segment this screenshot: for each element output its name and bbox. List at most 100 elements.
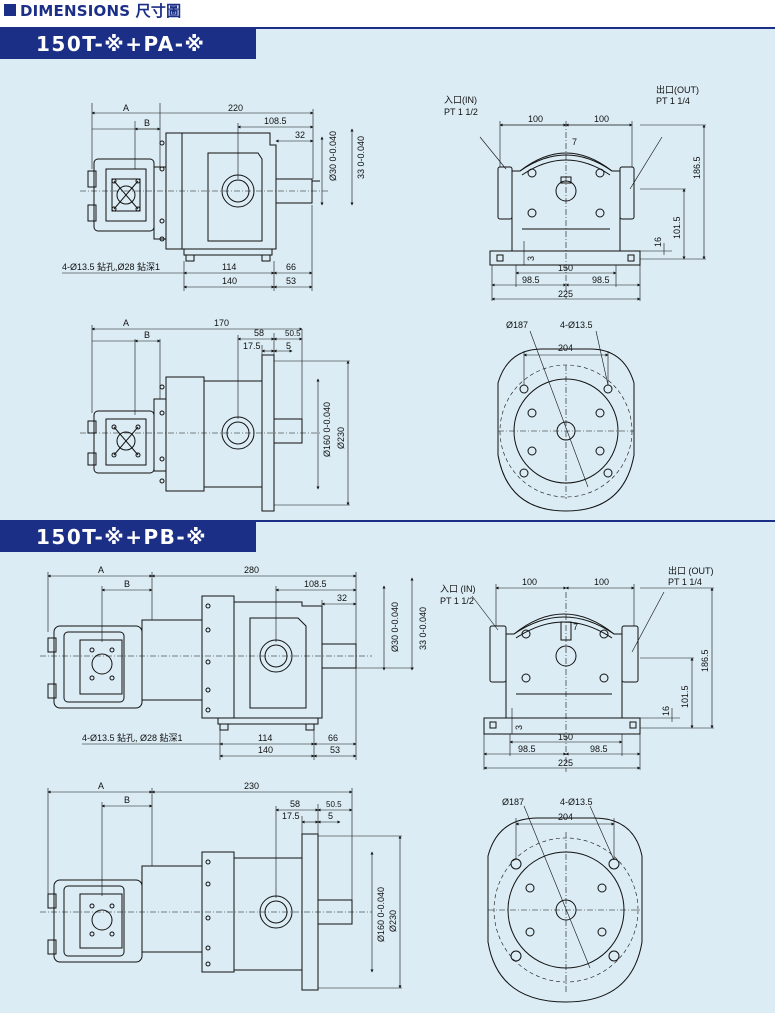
pa-top-view-labels: A B 220 108.5 32 Ø30 0-0.040 33 0-0.040 … xyxy=(62,103,366,286)
pb-flange-side-view xyxy=(40,833,372,991)
pa-top-dim-a: A xyxy=(123,103,129,113)
pb-top-dim-a: A xyxy=(98,565,104,575)
pb-ff-holes: 4-Ø13.5 xyxy=(560,797,593,807)
pb-outlet-pt: PT 1 1/4 xyxy=(668,577,702,587)
pa-end-dim-98a: 98.5 xyxy=(522,275,540,285)
pa-fs-dim-b: B xyxy=(144,330,150,340)
pa-flange-side-labels: A B 170 58 50.5 17.5 5 Ø160 0-0.040 Ø230 xyxy=(123,318,346,457)
pb-fs-dim-total: 230 xyxy=(244,781,259,791)
section-pa-label: 150T-※+PA-※ xyxy=(0,29,256,59)
pa-top-dim-key: 33 0-0.040 xyxy=(356,136,366,179)
pa-end-dim-100a: 100 xyxy=(528,114,543,124)
pa-end-dim-100b: 100 xyxy=(594,114,609,124)
pa-top-holes-note: 4-Ø13.5 鉆孔,Ø28 鉆深1 xyxy=(62,261,160,272)
pb-fs-dim-dia160: Ø160 0-0.040 xyxy=(376,887,386,942)
pb-top-dim-66: 66 xyxy=(328,733,338,743)
pa-side-view xyxy=(80,132,330,262)
pb-end-dim-100b: 100 xyxy=(594,577,609,587)
pb-end-view-labels: 入口 (IN) PT 1 1/2 出口 (OUT) PT 1 1/4 100 1… xyxy=(440,565,714,768)
pa-end-dim-225: 225 xyxy=(558,289,573,299)
pa-fs-dim-5: 5 xyxy=(286,341,291,351)
pb-side-view xyxy=(40,595,372,731)
pa-end-dim-3: 3 xyxy=(526,256,536,261)
pa-flange-face-view xyxy=(497,348,635,512)
pb-end-dim-key7: 7 xyxy=(573,622,578,632)
pb-top-dim-53: 53 xyxy=(330,745,340,755)
section-pa-panel: 150T-※+PA-※ xyxy=(0,27,775,521)
pb-top-dim-total: 280 xyxy=(244,565,259,575)
pb-top-dim-140: 140 xyxy=(258,745,273,755)
pb-end-dim-100a: 100 xyxy=(522,577,537,587)
section-pa-drawing: A B 220 108.5 32 Ø30 0-0.040 33 0-0.040 … xyxy=(62,84,706,512)
pa-ff-holes: 4-Ø13.5 xyxy=(560,320,593,330)
pa-top-dim-shaft: 32 xyxy=(295,130,305,140)
pa-fs-dim-17: 17.5 xyxy=(243,341,261,351)
header-square-icon xyxy=(4,4,16,16)
pa-fs-dim-dia160: Ø160 0-0.040 xyxy=(322,402,332,457)
pb-top-view-labels: A B 280 108.5 32 Ø30 0-0.040 33 0-0.040 … xyxy=(82,565,428,755)
pa-end-dim-186: 186.5 xyxy=(692,156,702,179)
pb-ff-w204: 204 xyxy=(558,812,573,822)
pa-inlet-label: 入口(IN) xyxy=(444,95,477,105)
pa-fs-dim-dia230: Ø230 xyxy=(336,427,346,449)
page-title: DIMENSIONS 尺寸圖 xyxy=(20,1,182,20)
page-header: DIMENSIONS 尺寸圖 xyxy=(0,0,775,20)
pb-outlet-label: 出口 (OUT) xyxy=(668,565,714,576)
pa-end-view xyxy=(489,121,641,299)
pb-inlet-pt: PT 1 1/2 xyxy=(440,596,474,606)
section-pb-label: 150T-※+PB-※ xyxy=(0,522,256,552)
pb-end-dim-225: 225 xyxy=(558,758,573,768)
pa-ff-w204: 204 xyxy=(558,343,573,353)
pb-fs-dim-dia230: Ø230 xyxy=(388,910,398,932)
pa-fs-dim-50: 50.5 xyxy=(285,329,301,338)
pa-end-dim-150: 150 xyxy=(558,263,573,273)
pb-end-dim-150: 150 xyxy=(558,732,573,742)
pb-end-dim-101: 101.5 xyxy=(680,685,690,708)
pb-fs-dim-58: 58 xyxy=(290,799,300,809)
pa-fs-dim-a: A xyxy=(123,318,129,328)
pb-end-view xyxy=(483,592,641,772)
pa-flange-side-view xyxy=(80,354,320,512)
pb-fs-dim-17: 17.5 xyxy=(282,811,300,821)
pa-end-view-labels: 入口(IN) PT 1 1/2 出口(OUT) PT 1 1/4 100 100… xyxy=(444,84,702,299)
pb-top-dim-key: 33 0-0.040 xyxy=(418,607,428,650)
pa-top-dim-66: 66 xyxy=(286,262,296,272)
pa-top-dim-half: 108.5 xyxy=(264,116,287,126)
pb-ff-pcd: Ø187 xyxy=(502,797,524,807)
section-pb-drawing: A B 280 108.5 32 Ø30 0-0.040 33 0-0.040 … xyxy=(40,565,714,1003)
pa-ff-pcd: Ø187 xyxy=(506,320,528,330)
pb-top-holes-note: 4-Ø13.5 鉆孔, Ø28 鉆深1 xyxy=(82,732,183,743)
pb-top-dim-half: 108.5 xyxy=(304,579,327,589)
pa-top-dim-114: 114 xyxy=(222,262,236,272)
pb-flange-side-labels: A B 230 58 50.5 17.5 5 Ø160 0-0.040 Ø230 xyxy=(98,781,398,942)
pa-inlet-pt: PT 1 1/2 xyxy=(444,107,478,117)
pa-end-dim-16: 16 xyxy=(653,237,663,247)
pb-fs-dim-5: 5 xyxy=(328,811,333,821)
pb-flange-face-labels: Ø187 4-Ø13.5 204 xyxy=(502,797,593,822)
pa-top-dim-dia-shaft: Ø30 0-0.040 xyxy=(328,131,338,181)
pb-flange-face-view xyxy=(487,817,643,1003)
pb-end-dim-3: 3 xyxy=(514,725,524,730)
pa-fs-dim-total: 170 xyxy=(214,318,229,328)
pb-top-dim-shaft: 32 xyxy=(337,593,347,603)
pb-top-dim-b: B xyxy=(124,579,130,589)
pb-top-dim-dia-shaft: Ø30 0-0.040 xyxy=(390,602,400,652)
pa-top-dim-b: B xyxy=(144,118,150,128)
pb-fs-dim-a: A xyxy=(98,781,104,791)
pa-end-dim-101: 101.5 xyxy=(672,216,682,239)
pa-end-dim-key7: 7 xyxy=(572,137,577,147)
pa-top-dim-140: 140 xyxy=(222,276,237,286)
pa-flange-face-labels: Ø187 4-Ø13.5 204 xyxy=(506,320,593,353)
pb-top-dim-114: 114 xyxy=(258,733,272,743)
pa-end-dim-98b: 98.5 xyxy=(592,275,610,285)
pa-top-dim-53: 53 xyxy=(286,276,296,286)
section-pb-panel: 150T-※+PB-※ xyxy=(0,520,775,1013)
pa-fs-dim-58: 58 xyxy=(254,328,264,338)
pb-fs-dim-50: 50.5 xyxy=(326,800,342,809)
pb-end-dim-186: 186.5 xyxy=(700,649,710,672)
pb-end-dim-98a: 98.5 xyxy=(518,744,536,754)
pa-top-dim-total: 220 xyxy=(228,103,243,113)
pb-fs-dim-b: B xyxy=(124,795,130,805)
pb-end-dim-16: 16 xyxy=(661,706,671,716)
pb-end-dim-98b: 98.5 xyxy=(590,744,608,754)
